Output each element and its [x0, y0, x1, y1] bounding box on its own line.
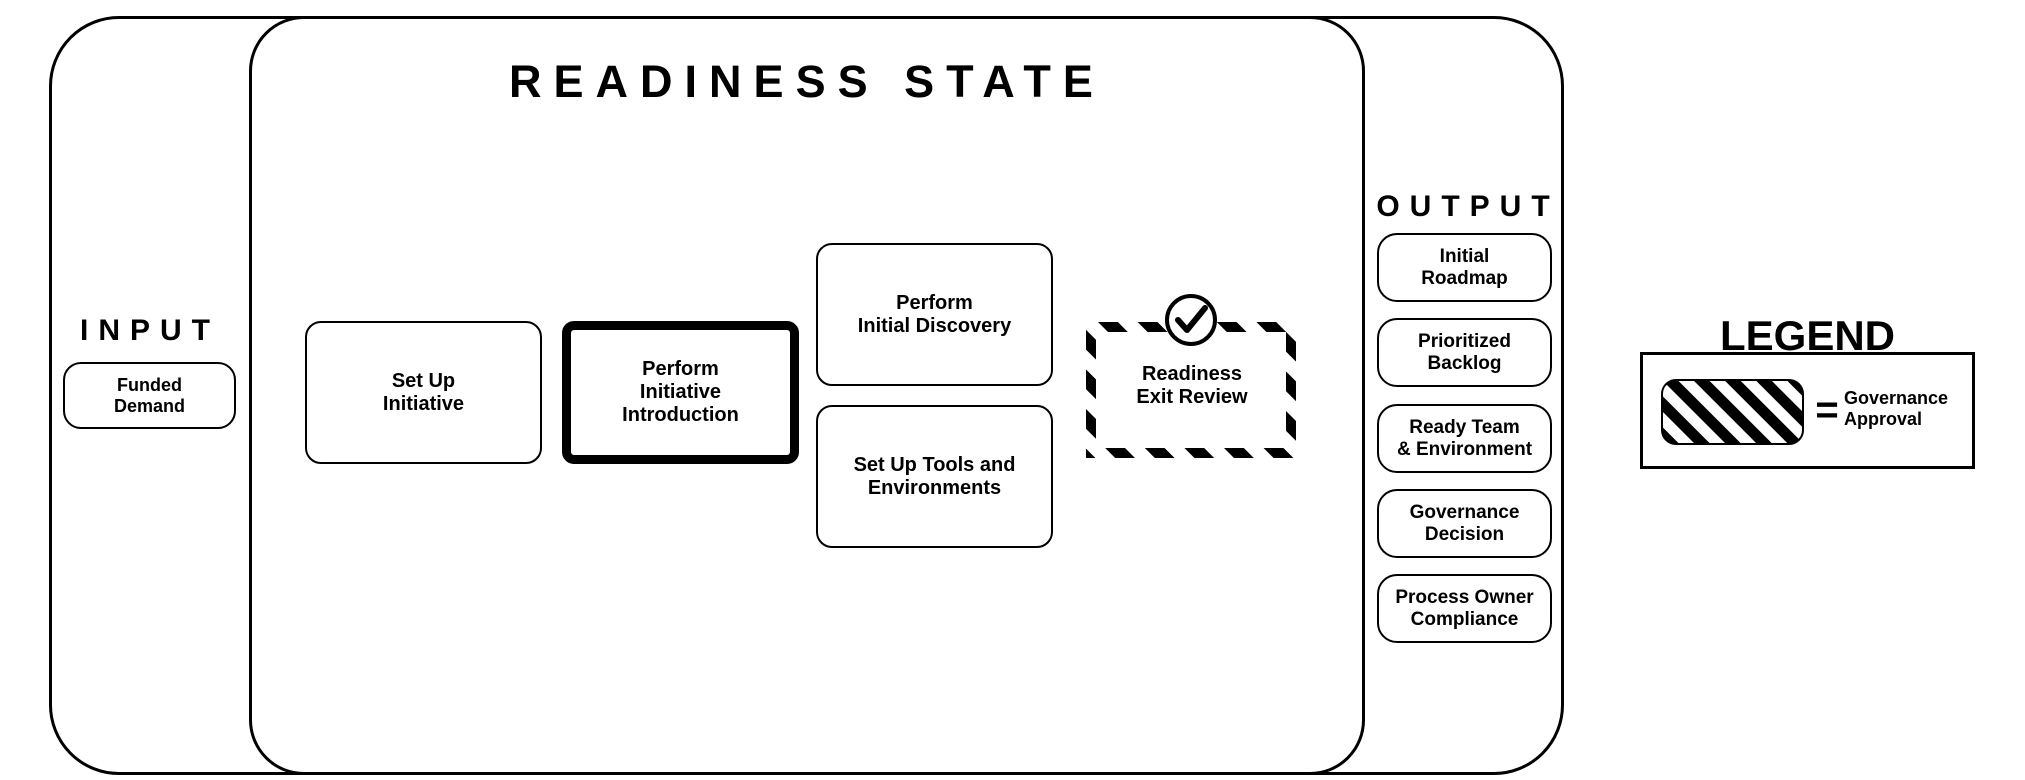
legend-meaning-label: Governance Approval: [1844, 388, 1949, 429]
legend-meaning: Governance Approval: [1844, 388, 1974, 429]
legend-equals: =: [1815, 388, 1839, 432]
step-label: Perform Initial Discovery: [857, 291, 1012, 337]
output-initial-roadmap: Initial Roadmap: [1377, 233, 1552, 302]
output-item-label: Governance Decision: [1409, 501, 1520, 545]
output-item-label: Process Owner Compliance: [1395, 586, 1534, 630]
input-item-label: Funded Demand: [113, 374, 185, 416]
step-label: Perform Initiative Introduction: [622, 358, 739, 426]
output-item-label: Prioritized Backlog: [1418, 330, 1511, 374]
output-title: OUTPUT: [1376, 190, 1560, 223]
output-prioritized-backlog: Prioritized Backlog: [1377, 318, 1552, 387]
output-item-label: Ready Team & Environment: [1396, 416, 1533, 460]
readiness-exit-review-box: [1086, 294, 1296, 458]
diagonal-stripes-swatch: [1661, 379, 1804, 445]
checkmark-circle-icon: [1165, 294, 1217, 346]
output-item-label: Initial Roadmap: [1421, 245, 1508, 289]
step-set-up-tools: Set Up Tools and Environments: [816, 405, 1053, 548]
legend-title: LEGEND: [1719, 312, 1895, 359]
input-funded-demand: Funded Demand: [63, 362, 236, 429]
step-label: Set Up Tools and Environments: [853, 453, 1016, 499]
output-ready-team: Ready Team & Environment: [1377, 404, 1552, 473]
step-perform-initiative-introduction: Perform Initiative Introduction: [562, 321, 799, 464]
input-title: INPUT: [80, 314, 220, 347]
step-perform-initial-discovery: Perform Initial Discovery: [816, 243, 1053, 386]
step-set-up-initiative: Set Up Initiative: [305, 321, 542, 464]
page-title: READINESS STATE: [509, 56, 1105, 107]
step-readiness-exit-review-label: Readiness Exit Review: [1080, 356, 1304, 416]
output-process-owner-compliance: Process Owner Compliance: [1377, 574, 1552, 643]
step-label: Readiness Exit Review: [1136, 363, 1248, 408]
step-label: Set Up Initiative: [382, 369, 465, 415]
output-governance-decision: Governance Decision: [1377, 489, 1552, 558]
